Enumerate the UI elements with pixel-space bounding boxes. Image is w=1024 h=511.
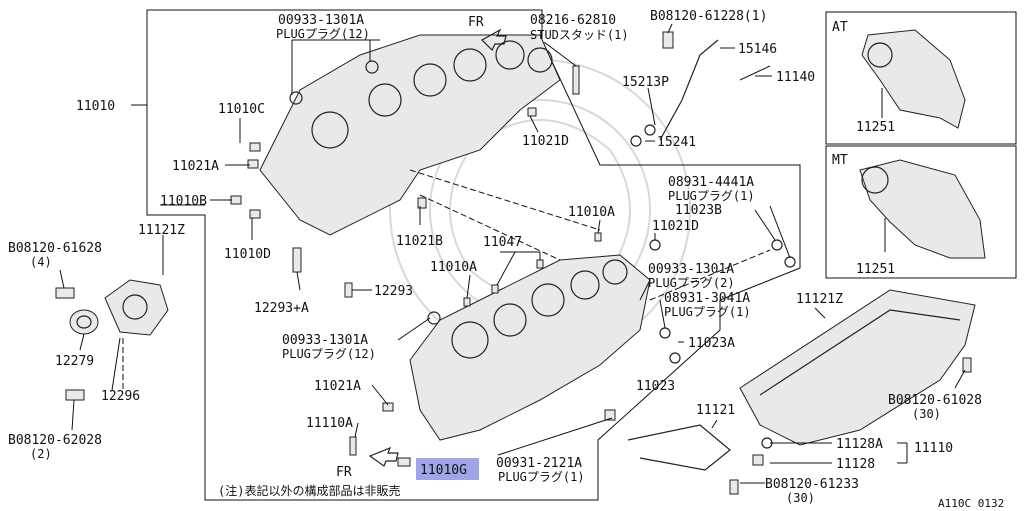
label-11021b[interactable]: 11021B — [396, 234, 443, 249]
label-plug-bottom-number[interactable]: 00931-2121A — [496, 456, 582, 471]
label-11021a-top[interactable]: 11021A — [172, 159, 219, 174]
leader-lines — [59, 23, 966, 484]
label-plug2-text: PLUGプラグ(2) — [648, 276, 735, 290]
label-11128[interactable]: 11128 — [836, 457, 875, 472]
label-plug12-low-number[interactable]: 00933-1301A — [282, 333, 368, 348]
callout-labels: 11010 00933-1301A PLUGプラグ(12) FR 08216-6… — [8, 9, 1004, 510]
label-bolt-62028[interactable]: B08120-62028 — [8, 433, 102, 448]
at-box — [825, 11, 1017, 145]
label-11140[interactable]: 11140 — [776, 70, 815, 85]
label-12293a[interactable]: 12293+A — [254, 301, 309, 316]
label-bolt-62028-qty: (2) — [30, 447, 52, 461]
label-plug1b-text: PLUGプラグ(1) — [664, 305, 751, 319]
oil-pan — [739, 289, 976, 446]
rear-oil-seal-parts — [55, 279, 169, 401]
label-11128a[interactable]: 11128A — [836, 437, 883, 452]
label-11023a[interactable]: 11023A — [688, 336, 735, 351]
label-plug12-top-text: PLUGプラグ(12) — [276, 27, 370, 41]
front-arrow-icon — [481, 28, 507, 52]
label-fr-low: FR — [336, 465, 352, 480]
label-bolt-61628[interactable]: B08120-61628 — [8, 241, 102, 256]
label-11010g[interactable]: 11010G — [420, 463, 467, 478]
label-11021a-low[interactable]: 11021A — [314, 379, 361, 394]
label-plug1b-number[interactable]: 08931-3041A — [664, 291, 750, 306]
label-plug1-number[interactable]: 08931-4441A — [668, 175, 754, 190]
label-11010a-mid[interactable]: 11010A — [430, 260, 477, 275]
label-at: AT — [832, 20, 848, 35]
label-11021d-mid[interactable]: 11021D — [652, 219, 699, 234]
label-bolt-61228[interactable]: B08120-61228(1) — [650, 9, 767, 24]
label-plug12-top-number[interactable]: 00933-1301A — [278, 13, 364, 28]
label-bolt-61233[interactable]: B08120-61233 — [765, 477, 859, 492]
label-11110[interactable]: 11110 — [914, 441, 953, 456]
label-15241[interactable]: 15241 — [657, 135, 696, 150]
label-plug1-text: PLUGプラグ(1) — [668, 189, 755, 203]
label-11121[interactable]: 11121 — [696, 403, 735, 418]
label-bolt-61028[interactable]: B08120-61028 — [888, 393, 982, 408]
lower-cylinder-block — [409, 249, 771, 441]
label-11010d[interactable]: 11010D — [224, 247, 271, 262]
highlight-11010g — [416, 458, 479, 480]
label-11023[interactable]: 11023 — [636, 379, 675, 394]
label-plug12-low-text: PLUGプラグ(12) — [282, 347, 376, 361]
label-11121z-right[interactable]: 11121Z — [796, 292, 843, 307]
front-arrow-lower-icon — [368, 446, 399, 467]
footnote: (注)表記以外の構成部品は非販売 — [218, 483, 400, 498]
label-11010a-right[interactable]: 11010A — [568, 205, 615, 220]
diagram-code: A110C 0132 — [938, 497, 1004, 510]
label-11010[interactable]: 11010 — [76, 99, 115, 114]
label-mt-11251[interactable]: 11251 — [856, 262, 895, 277]
label-11121z-left[interactable]: 11121Z — [138, 223, 185, 238]
stud-bolt — [572, 65, 580, 95]
label-bolt-61028-qty: (30) — [912, 407, 941, 421]
label-stud-number[interactable]: 08216-62810 — [530, 13, 616, 28]
label-12296[interactable]: 12296 — [101, 389, 140, 404]
label-12279[interactable]: 12279 — [55, 354, 94, 369]
label-12293[interactable]: 12293 — [374, 284, 413, 299]
label-11110a[interactable]: 11110A — [306, 416, 353, 431]
label-plug-bottom-text: PLUGプラグ(1) — [498, 470, 585, 484]
label-stud-text: STUDスタッド(1) — [530, 28, 629, 42]
label-fr-top: FR — [468, 15, 484, 30]
label-11010b[interactable]: 11010B — [160, 194, 207, 209]
oil-pan-gasket — [627, 424, 731, 471]
label-bolt-61628-qty: (4) — [30, 255, 52, 269]
label-11047[interactable]: 11047 — [483, 235, 522, 250]
label-15146[interactable]: 15146 — [738, 42, 777, 57]
label-11021d-top[interactable]: 11021D — [522, 134, 569, 149]
misc-fasteners — [230, 60, 972, 495]
label-15213p[interactable]: 15213P — [622, 75, 669, 90]
mt-box — [825, 145, 1017, 279]
label-mt: MT — [832, 153, 848, 168]
label-11023b[interactable]: 11023B — [675, 203, 722, 218]
label-11010c[interactable]: 11010C — [218, 102, 265, 117]
upper-cylinder-block — [259, 34, 601, 261]
label-at-11251[interactable]: 11251 — [856, 120, 895, 135]
label-bolt-61233-qty: (30) — [786, 491, 815, 505]
label-plug2-number[interactable]: 00933-1301A — [648, 262, 734, 277]
